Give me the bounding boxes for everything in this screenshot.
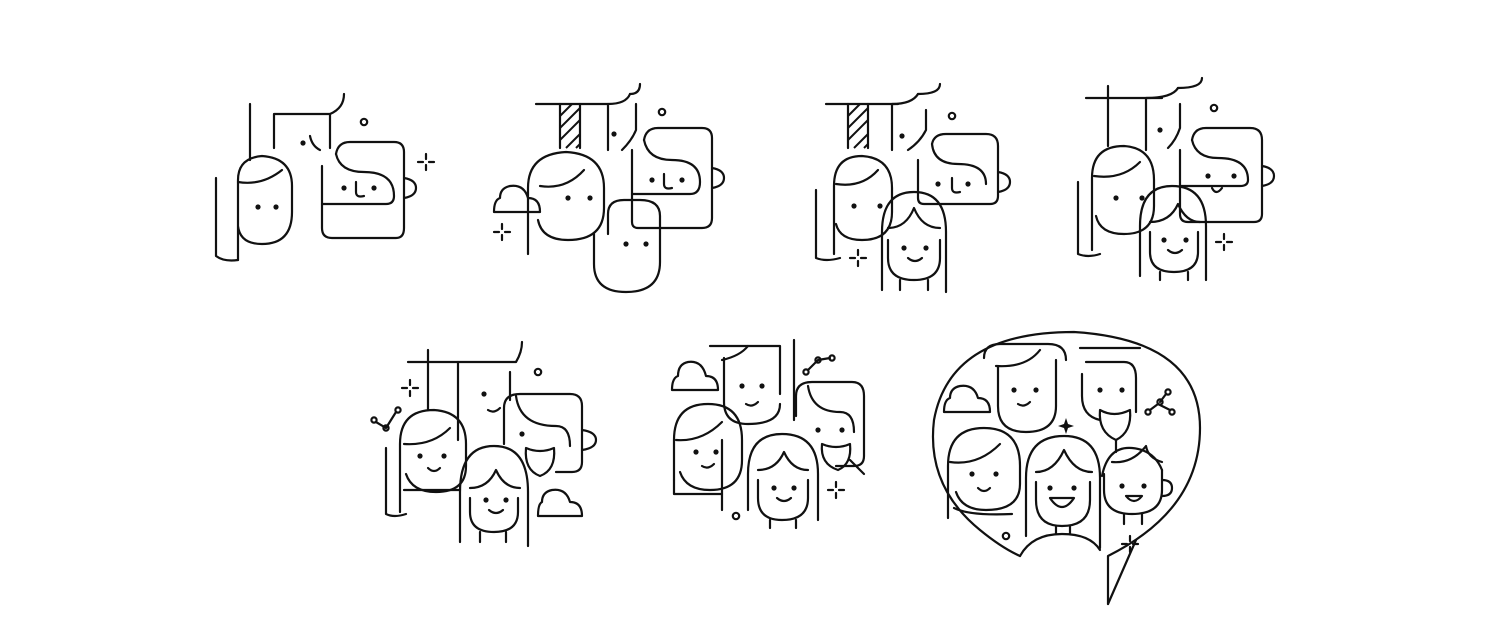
girl-face bbox=[746, 432, 820, 530]
woman-face bbox=[672, 402, 744, 512]
network-icon bbox=[370, 406, 402, 432]
woman-face bbox=[1076, 144, 1156, 258]
square-face bbox=[916, 132, 1012, 206]
sparkle-icon bbox=[400, 378, 420, 398]
cloud-icon bbox=[536, 488, 584, 518]
woman-face bbox=[526, 150, 606, 256]
cloud-icon bbox=[492, 184, 542, 214]
cloud-icon bbox=[670, 360, 720, 392]
group-6 bbox=[670, 338, 866, 530]
man-face bbox=[272, 92, 346, 152]
group-1 bbox=[214, 92, 436, 262]
woman-face bbox=[814, 154, 894, 262]
star-icon bbox=[1058, 418, 1074, 434]
girl-face bbox=[880, 190, 948, 294]
square-face bbox=[320, 140, 418, 240]
boy-face bbox=[1100, 444, 1174, 526]
cloud-icon bbox=[942, 384, 992, 414]
group-3 bbox=[814, 82, 1012, 294]
sparkle-icon bbox=[1120, 534, 1140, 554]
network-icon bbox=[802, 354, 836, 376]
bearded-face bbox=[794, 380, 866, 476]
group-7 bbox=[931, 330, 1202, 606]
girl-face bbox=[458, 444, 530, 548]
dot-icon bbox=[359, 117, 369, 127]
sparkle-icon bbox=[492, 222, 512, 242]
man-face bbox=[890, 82, 942, 152]
girl-face bbox=[1018, 434, 1102, 558]
square-face bbox=[1178, 126, 1276, 224]
bearded-face bbox=[502, 392, 598, 478]
hatched-panel bbox=[558, 102, 582, 150]
sparkle-icon bbox=[1214, 232, 1234, 252]
man-face bbox=[456, 360, 512, 442]
dot-icon bbox=[657, 107, 667, 117]
sparkle-icon bbox=[826, 480, 846, 500]
speech-bubble-icon bbox=[931, 330, 1202, 606]
woman-face bbox=[214, 102, 294, 262]
dot-icon bbox=[533, 367, 543, 377]
network-icon bbox=[1144, 388, 1176, 416]
bearded-face bbox=[1078, 346, 1142, 454]
hatched-panel bbox=[846, 102, 870, 150]
woman-face bbox=[384, 408, 468, 518]
square-face bbox=[630, 126, 726, 230]
man-face bbox=[1144, 76, 1204, 152]
sparkle-icon bbox=[416, 152, 436, 172]
dot-icon bbox=[1001, 531, 1011, 541]
man-face bbox=[708, 344, 782, 426]
dot-icon bbox=[947, 111, 957, 121]
group-4 bbox=[1076, 76, 1276, 282]
girl-face bbox=[1138, 184, 1208, 282]
group-5 bbox=[370, 340, 598, 548]
woman-face bbox=[946, 426, 1022, 520]
sparkle-icon bbox=[848, 248, 868, 268]
dot-icon bbox=[731, 511, 741, 521]
man-face bbox=[982, 342, 1068, 434]
man-face bbox=[606, 82, 642, 152]
round-face bbox=[592, 198, 662, 294]
group-2 bbox=[492, 82, 726, 294]
dot-icon bbox=[1209, 103, 1219, 113]
